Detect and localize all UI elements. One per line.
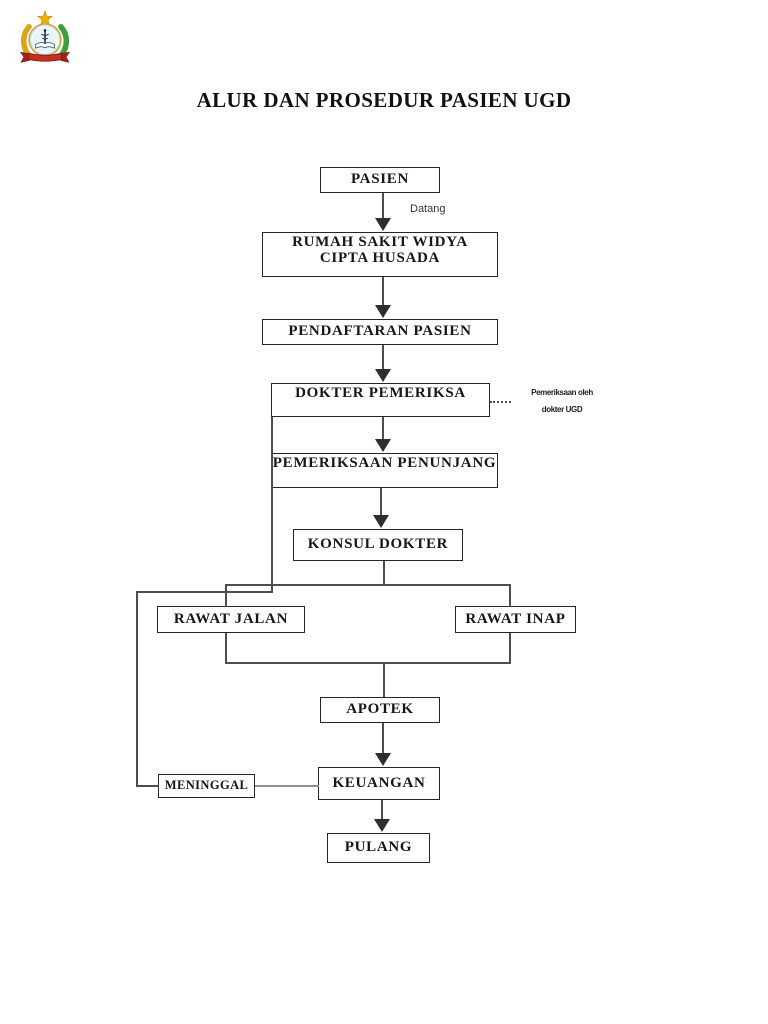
connector-left-horizontal	[136, 591, 273, 593]
hospital-logo-icon	[19, 9, 71, 63]
connector-rumahsakit-pendaftaran	[382, 277, 384, 306]
node-pasien: PASIEN	[320, 167, 440, 193]
connector-rawatinap-mergebar	[509, 633, 511, 664]
arrowhead-pendaftaran-dokter	[375, 369, 391, 382]
connector-rawatjalan-mergebar	[225, 633, 227, 664]
branch-bar-bottom	[226, 662, 511, 664]
connector-mergebar-apotek	[383, 662, 385, 697]
node-apotek: APOTEK	[320, 697, 440, 723]
connector-pasien-rumahsakit	[382, 193, 384, 219]
connector-dokter-leftdrop	[271, 417, 273, 593]
connector-keuangan-pulang	[381, 800, 383, 820]
connector-branch-rawatinap	[509, 584, 511, 607]
side-note-line2: dokter UGD	[541, 405, 583, 414]
connector-branch-rawatjalan	[225, 584, 227, 607]
connector-left-meninggal	[136, 785, 159, 787]
arrowhead-apotek-keuangan	[375, 753, 391, 766]
node-meninggal: MENINGGAL	[158, 774, 255, 798]
node-rawat-jalan: RAWAT JALAN	[157, 606, 305, 633]
node-dokter-pemeriksa: DOKTER PEMERIKSA	[271, 383, 490, 417]
logo-ribbon-banner	[27, 52, 63, 62]
node-rumah-sakit: RUMAH SAKIT WIDYA CIPTA HUSADA	[262, 232, 498, 277]
logo-open-book-icon	[35, 42, 55, 49]
arrowhead-penunjang-konsul	[373, 515, 389, 528]
logo-caduceus-icon	[41, 29, 49, 44]
arrowhead-dokter-penunjang	[375, 439, 391, 452]
side-note-line1: Pemeriksaan oleh	[531, 388, 593, 397]
node-pulang: PULANG	[327, 833, 430, 863]
connector-dokter-penunjang	[382, 417, 384, 440]
node-keuangan: KEUANGAN	[318, 767, 440, 800]
connector-apotek-keuangan	[382, 723, 384, 754]
connector-konsul-branchbar	[383, 561, 385, 586]
arrowhead-keuangan-pulang	[374, 819, 390, 832]
connector-dokter-note-dotted	[490, 401, 511, 403]
node-konsul-dokter: KONSUL DOKTER	[293, 529, 463, 561]
logo-star-icon	[37, 9, 53, 26]
arrowhead-rumahsakit-pendaftaran	[375, 305, 391, 318]
connector-meninggal-keuangan	[255, 785, 319, 787]
connector-left-vertical	[136, 591, 138, 787]
arrowhead-pasien-rumahsakit	[375, 218, 391, 231]
node-pendaftaran-pasien: PENDAFTARAN PASIEN	[262, 319, 498, 345]
node-pemeriksaan-penunjang: PEMERIKSAAN PENUNJANG	[271, 453, 498, 488]
connector-pendaftaran-dokter	[382, 345, 384, 370]
connector-penunjang-konsul	[380, 488, 382, 516]
side-note: Pemeriksaan oleh dokter UGD	[528, 384, 596, 418]
branch-bar-top	[226, 584, 511, 586]
page-title: ALUR DAN PROSEDUR PASIEN UGD	[196, 88, 572, 112]
edge-label-datang: Datang	[410, 203, 446, 215]
node-rawat-inap: RAWAT INAP	[455, 606, 576, 633]
